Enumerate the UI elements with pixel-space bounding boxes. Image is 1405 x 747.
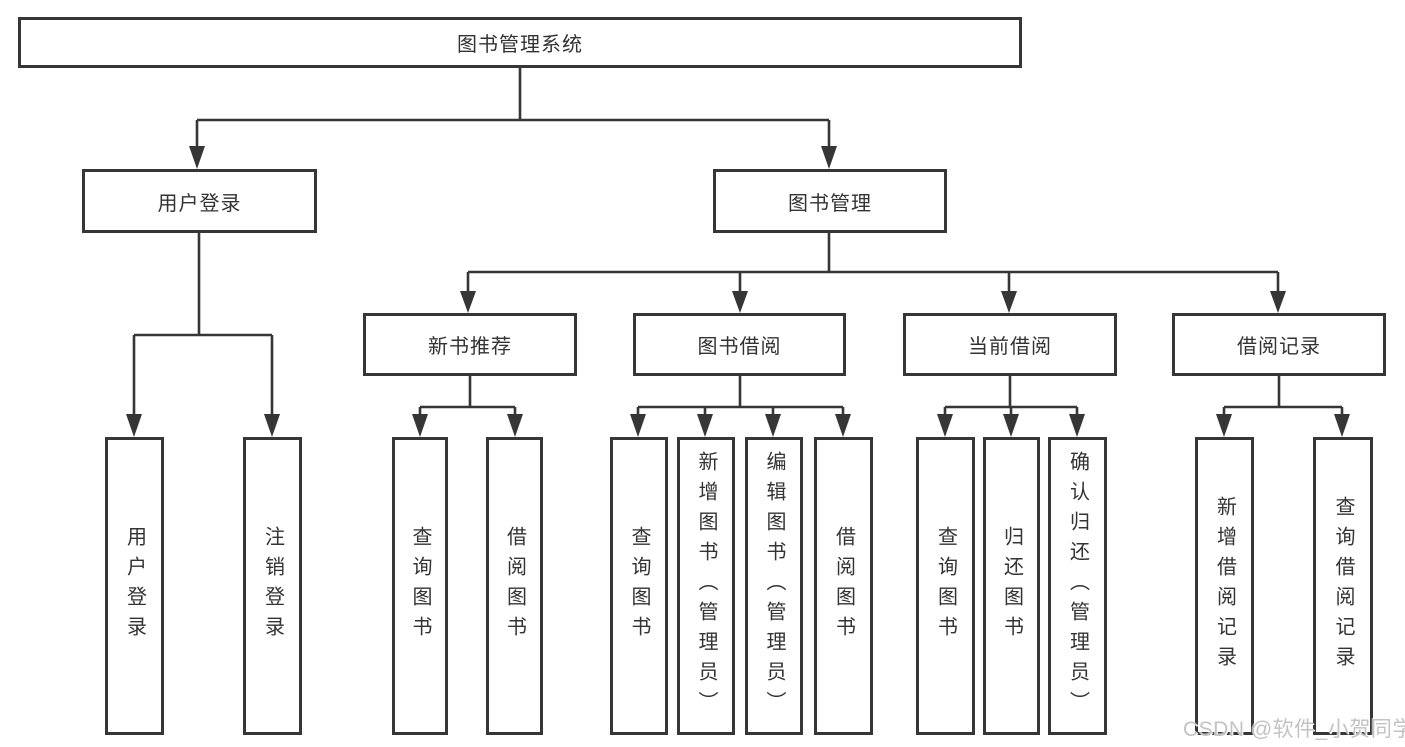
node-label: 新书推荐 [428, 336, 512, 358]
node-label: 归还图书 [1000, 526, 1023, 646]
node-label: 编辑图书（管理员） [763, 451, 785, 721]
node-label: 查询图书 [628, 526, 650, 646]
node-leaf-add-books-admin: 新增图书（管理员） [677, 437, 735, 735]
node-label: 图书借阅 [697, 336, 782, 358]
node-label: 当前借阅 [968, 336, 1052, 358]
arrowheads [126, 146, 1350, 437]
node-leaf-recommend-query-books: 查询图书 [392, 437, 448, 735]
node-label: 确认归还（管理员） [1066, 451, 1089, 721]
node-root-system: 图书管理系统 [18, 17, 1022, 68]
node-label: 查询借阅记录 [1332, 496, 1354, 676]
node-label: 借阅图书 [503, 526, 526, 646]
node-label: 图书管理系统 [457, 34, 583, 56]
node-label: 用户登录 [123, 526, 146, 646]
node-user-login: 用户登录 [82, 169, 317, 233]
node-leaf-query-borrow-record: 查询借阅记录 [1313, 437, 1373, 735]
node-label: 用户登录 [157, 192, 242, 215]
node-leaf-borrow-books: 借阅图书 [814, 437, 873, 735]
node-leaf-logout: 注销登录 [243, 437, 302, 735]
node-leaf-current-query-books: 查询图书 [916, 437, 975, 735]
node-borrow-records: 借阅记录 [1172, 313, 1386, 376]
node-leaf-confirm-return-admin: 确认归还（管理员） [1048, 437, 1107, 735]
node-label: 注销登录 [261, 526, 284, 646]
node-label: 新增图书（管理员） [695, 451, 717, 721]
node-new-book-recommend: 新书推荐 [363, 313, 577, 376]
node-leaf-user-login: 用户登录 [105, 437, 164, 735]
node-leaf-edit-books-admin: 编辑图书（管理员） [745, 437, 803, 735]
node-label: 查询图书 [409, 526, 431, 646]
node-label: 图书管理 [788, 192, 872, 215]
node-label: 借阅图书 [832, 526, 855, 646]
node-leaf-borrow-query-books: 查询图书 [610, 437, 668, 735]
node-leaf-return-books: 归还图书 [983, 437, 1040, 735]
node-label: 查询图书 [934, 526, 957, 646]
node-label: 借阅记录 [1237, 336, 1321, 358]
node-label: 新增借阅记录 [1213, 496, 1236, 676]
node-current-borrow: 当前借阅 [903, 313, 1117, 376]
watermark-text: CSDN @软件_小贺同学 [1183, 718, 1405, 741]
node-leaf-add-borrow-record: 新增借阅记录 [1195, 437, 1254, 735]
node-book-management: 图书管理 [713, 169, 947, 233]
node-leaf-recommend-borrow-books: 借阅图书 [486, 437, 543, 735]
node-book-borrow: 图书借阅 [633, 313, 846, 376]
